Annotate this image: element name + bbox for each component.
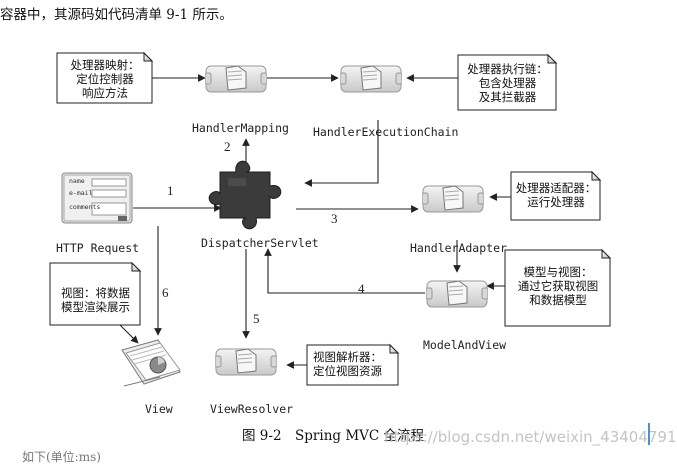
note-view-text: 视图：将数据 模型渲染展示 <box>51 286 140 314</box>
step-1-label: 1 <box>167 183 174 198</box>
note-adapter-line-2: 运行处理器 <box>527 195 585 209</box>
note-view-arrow <box>119 324 139 344</box>
note-handler-execution-chain <box>457 53 558 111</box>
note-view <box>49 261 142 326</box>
note-mapping-line-1: 处理器映射： <box>70 58 140 72</box>
note-modelview-line-1: 模型与视图： <box>523 265 593 279</box>
dispatcher-servlet-puzzle-icon <box>208 160 282 230</box>
handler-execution-chain-icon <box>340 65 402 93</box>
note-adapter-line-1: 处理器适配器： <box>515 181 597 195</box>
note-resolver-text: 视图解析器： 定位视图资源 <box>313 350 382 378</box>
handler-mapping-label: HandlerMapping <box>192 121 289 135</box>
note-view-line-1: 视图：将数据 <box>61 286 130 300</box>
note-resolver-line-2: 定位视图资源 <box>313 364 382 378</box>
flow-arrows <box>119 74 511 369</box>
step-4-label: 4 <box>358 281 365 296</box>
note-model-and-view <box>504 248 612 327</box>
note-chain-line-1: 处理器执行链： <box>467 62 548 76</box>
note-chain-text: 处理器执行链： 包含处理器 及其拦截器 <box>459 62 556 104</box>
note-view-line-2: 模型渲染展示 <box>61 300 130 314</box>
intro-text: 容器中，其源码如代码清单 9-1 所示。 <box>0 7 233 23</box>
note-modelview-line-2: 通过它获取视图 <box>517 279 599 293</box>
note-adapter-text: 处理器适配器： 运行处理器 <box>512 181 600 209</box>
note-mapping-line-3: 响应方法 <box>82 86 128 100</box>
dispatcher-servlet-label: DispatcherServlet <box>201 236 319 250</box>
view-resolver-icon <box>215 348 277 376</box>
http-request-form-icon <box>61 172 133 224</box>
note-handler-adapter <box>510 170 602 221</box>
note-mapping-text: 处理器映射： 定位控制器 响应方法 <box>58 58 152 100</box>
note-chain-line-3: 及其拦截器 <box>478 90 537 104</box>
note-resolver-line-1: 视图解析器： <box>313 350 382 364</box>
bottom-text-fragment: 如下(单位:ms) <box>22 450 101 464</box>
note-modelview-text: 模型与视图： 通过它获取视图 和数据模型 <box>506 265 610 307</box>
chain-return-arrow <box>304 120 379 187</box>
model-and-view-icon <box>426 280 488 308</box>
handler-execution-chain-label: HandlerExecutionChain <box>313 125 459 139</box>
note-chain-line-2: 包含处理器 <box>478 76 537 90</box>
note-handler-mapping <box>56 51 154 104</box>
note-mapping-line-2: 定位控制器 <box>76 72 134 86</box>
watermark: https://blog.csdn.net/weixin_43404791 <box>384 428 677 446</box>
step-5-label: 5 <box>253 311 260 326</box>
form-field-email: e-mail <box>69 189 93 197</box>
view-report-icon <box>121 339 181 387</box>
step-4-arrow <box>264 248 425 294</box>
model-and-view-label: ModelAndView <box>423 338 507 352</box>
form-field-comments: comments <box>69 203 101 211</box>
step-3-label: 3 <box>331 211 338 226</box>
figure-caption: 图 9-2 Spring MVC 全流程 <box>242 428 425 444</box>
step-6-label: 6 <box>162 285 169 300</box>
handler-adapter-label: HandlerAdapter <box>410 241 507 255</box>
form-field-name: name <box>69 177 85 185</box>
view-label: View <box>145 402 173 416</box>
note-view-resolver <box>306 343 400 386</box>
scroll-edge-marker <box>648 423 650 445</box>
handler-adapter-icon <box>422 185 484 213</box>
view-resolver-label: ViewResolver <box>210 402 294 416</box>
http-request-label: HTTP Request <box>56 241 140 255</box>
diagram-canvas <box>49 51 612 387</box>
handler-mapping-icon <box>205 65 267 93</box>
step-2-label: 2 <box>224 139 231 154</box>
note-modelview-line-3: 和数据模型 <box>529 293 587 307</box>
